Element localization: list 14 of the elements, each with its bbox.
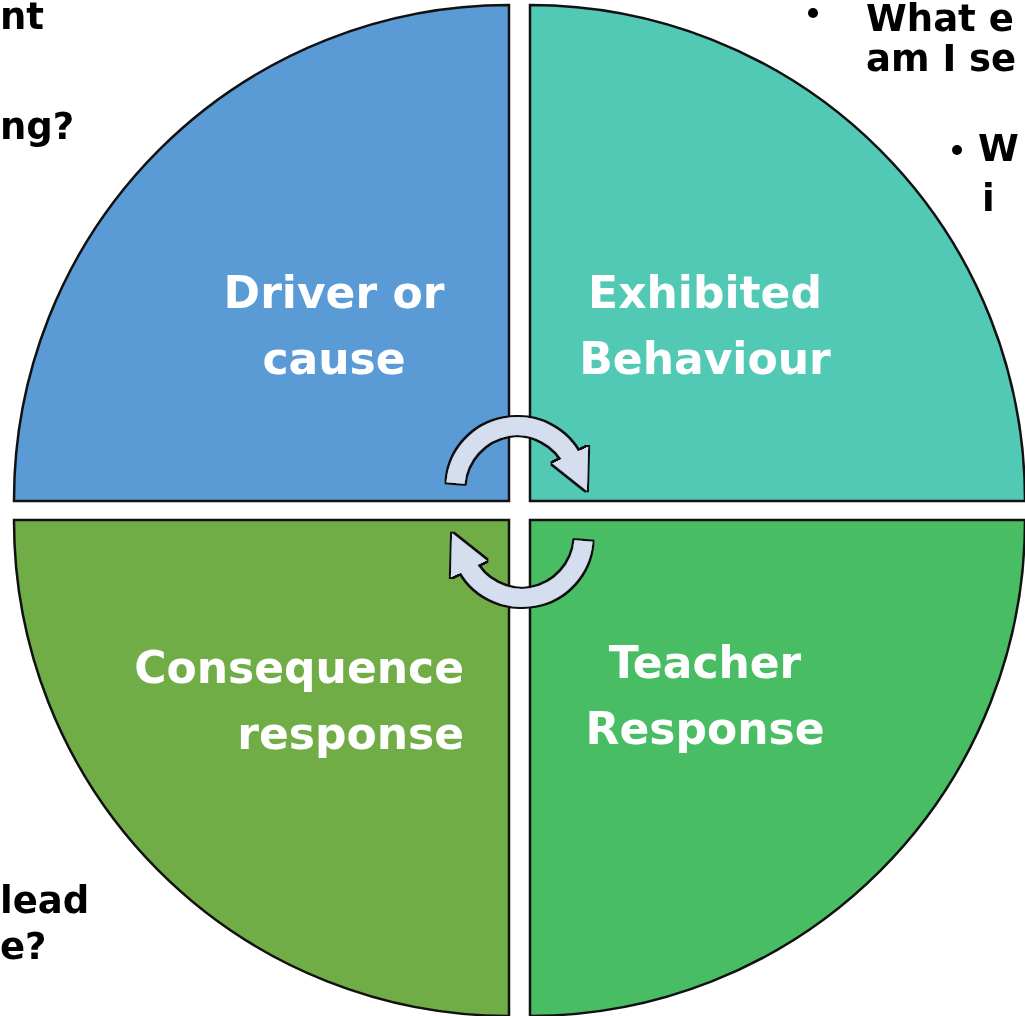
question-text: ng? [0, 108, 75, 145]
question-text: e? [0, 928, 47, 965]
quadrant-label: Exhibited Behaviour [578, 266, 832, 386]
curved-arrow [450, 534, 593, 607]
question-text: What e [866, 0, 1014, 37]
question-text: i [982, 180, 995, 217]
question-text: am I se [866, 40, 1017, 77]
quadrant-label: Consequence response [133, 641, 464, 761]
question-text: W [978, 130, 1019, 167]
curved-arrow [446, 417, 589, 490]
question-text: nt [0, 0, 45, 35]
question-text: lead [0, 882, 90, 919]
quadrant-label: Driver or cause [222, 266, 446, 386]
quadrant-label: Teacher Response [584, 636, 826, 756]
